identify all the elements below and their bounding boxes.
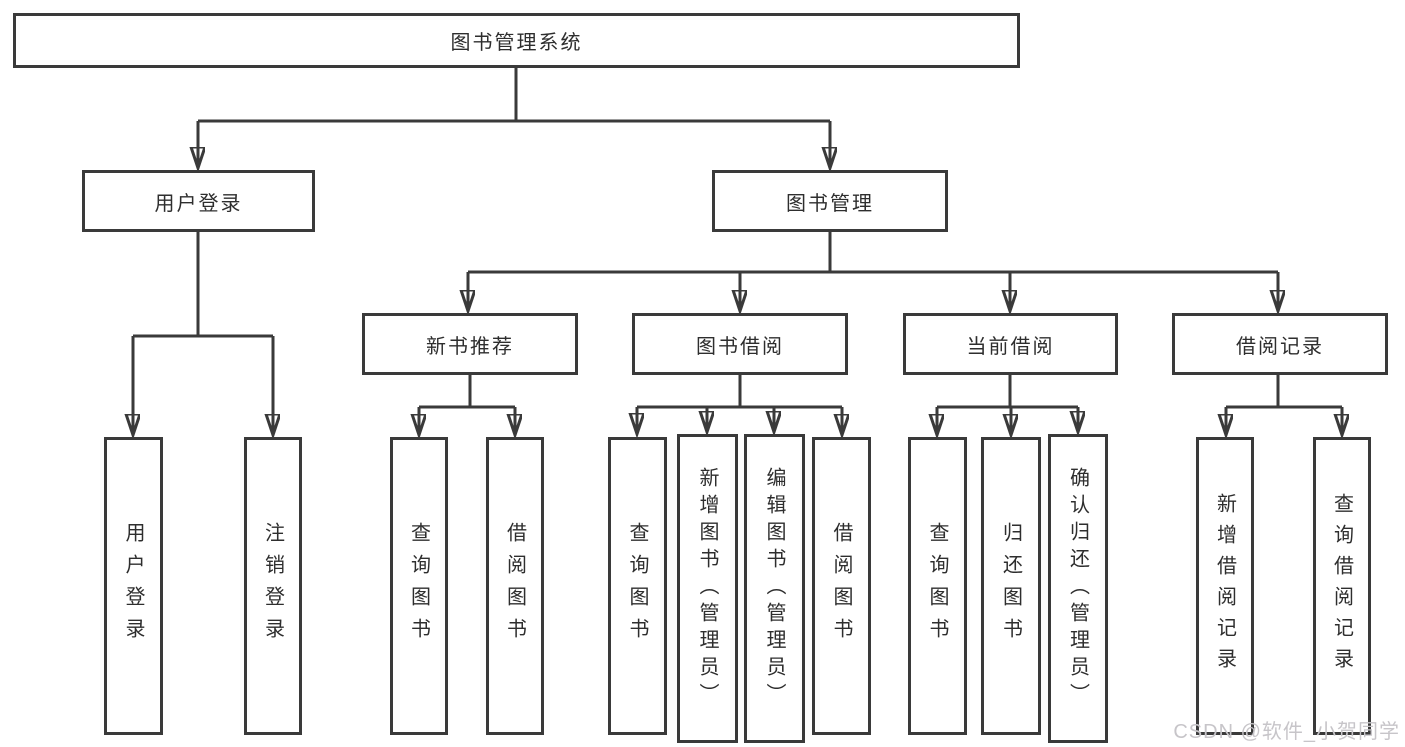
leaf-return-books: 归还图书 bbox=[981, 437, 1041, 735]
node-label: 新书推荐 bbox=[426, 335, 514, 358]
leaf-borrow-books-recommend: 借阅图书 bbox=[486, 437, 544, 735]
node-label: 查询图书 bbox=[626, 522, 648, 650]
node-label: 图书管理 bbox=[786, 192, 874, 215]
leaf-borrow-books-borrowing: 借阅图书 bbox=[812, 437, 871, 735]
leaf-add-borrow-record: 新增借阅记录 bbox=[1196, 437, 1254, 735]
node-label: 新增图书（管理员） bbox=[696, 467, 718, 710]
node-label: 查询图书 bbox=[407, 522, 430, 650]
leaf-query-borrow-record: 查询借阅记录 bbox=[1313, 437, 1371, 735]
node-new-book-recommend: 新书推荐 bbox=[362, 313, 578, 375]
node-book-management: 图书管理 bbox=[712, 170, 948, 232]
node-label: 查询借阅记录 bbox=[1330, 493, 1353, 679]
node-label: 查询图书 bbox=[926, 522, 948, 650]
node-current-borrowing: 当前借阅 bbox=[903, 313, 1118, 375]
node-book-borrowing: 图书借阅 bbox=[632, 313, 848, 375]
node-label: 借阅图书 bbox=[503, 522, 526, 650]
node-label: 借阅图书 bbox=[830, 522, 852, 650]
node-label: 新增借阅记录 bbox=[1213, 493, 1236, 679]
node-label: 注销登录 bbox=[261, 522, 284, 650]
node-user-login: 用户登录 bbox=[82, 170, 315, 232]
leaf-logout: 注销登录 bbox=[244, 437, 302, 735]
node-label: 图书管理系统 bbox=[450, 32, 583, 54]
node-label: 图书借阅 bbox=[696, 335, 784, 358]
node-borrowing-records: 借阅记录 bbox=[1172, 313, 1388, 375]
csdn-watermark: CSDN @软件_小贺同学 bbox=[1173, 721, 1400, 743]
leaf-query-books-current: 查询图书 bbox=[908, 437, 967, 735]
leaf-user-login: 用户登录 bbox=[104, 437, 163, 735]
node-label: 归还图书 bbox=[999, 522, 1022, 650]
node-label: 确认归还（管理员） bbox=[1066, 467, 1089, 710]
node-library-system: 图书管理系统 bbox=[13, 13, 1020, 68]
node-label: 用户登录 bbox=[122, 522, 144, 650]
leaf-edit-book-admin: 编辑图书（管理员） bbox=[744, 434, 805, 743]
node-label: 当前借阅 bbox=[966, 335, 1055, 358]
node-label: 借阅记录 bbox=[1236, 335, 1324, 358]
leaf-confirm-return-admin: 确认归还（管理员） bbox=[1048, 434, 1108, 743]
leaf-add-book-admin: 新增图书（管理员） bbox=[677, 434, 738, 743]
node-label: 用户登录 bbox=[154, 192, 243, 215]
leaf-query-books-recommend: 查询图书 bbox=[390, 437, 448, 735]
leaf-query-books-borrowing: 查询图书 bbox=[608, 437, 667, 735]
node-label: 编辑图书（管理员） bbox=[763, 467, 785, 710]
